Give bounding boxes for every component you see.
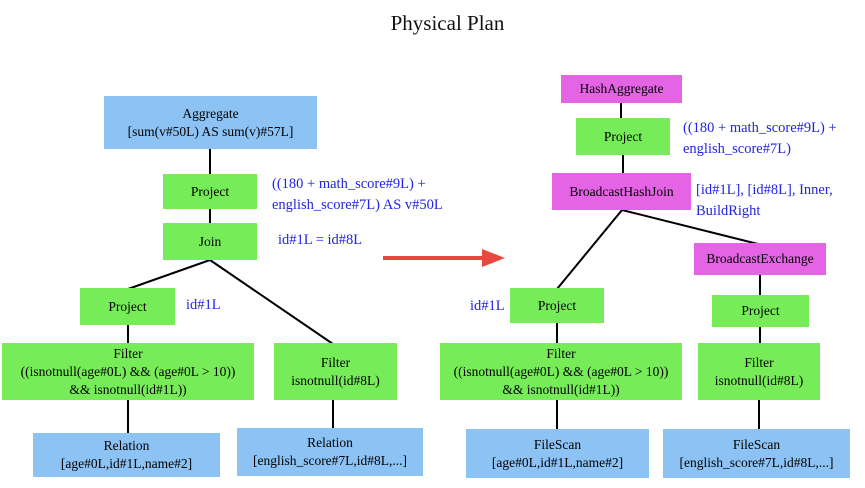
node-broadcast-hash-join: BroadcastHashJoin <box>552 173 691 210</box>
annotation-project-top-expr: ((180 + math_score#9L) + english_score#7… <box>683 120 837 157</box>
node-label: Filter <box>546 345 576 361</box>
node-label: Filter <box>113 345 143 361</box>
annotation-join-condition: id#1L = id#8L <box>278 232 363 248</box>
node-label: Filter <box>744 354 774 370</box>
node-detail: isnotnull(id#8L) <box>714 372 804 388</box>
node-project-left: Project <box>510 288 604 323</box>
right-tree-edges <box>556 103 761 430</box>
node-label: Relation <box>307 435 353 450</box>
node-label: Project <box>603 128 643 144</box>
node-label: Project <box>190 183 230 199</box>
node-filter-left: Filter ((isnotnull(age#0L) && (age#0L > … <box>2 343 254 400</box>
node-label: Project <box>108 298 147 314</box>
node-filescan-left: FileScan [age#0L,id#1L,name#2] <box>466 429 649 478</box>
node-project: Project <box>163 174 257 209</box>
node-label: Join <box>198 233 222 249</box>
node-filter-right: Filter isnotnull(id#8L) <box>274 343 397 400</box>
annotation-project-expr: ((180 + math_score#9L) + english_score#7… <box>272 176 443 213</box>
annotation-project-left-cols: id#1L <box>470 298 505 314</box>
node-label: Filter <box>320 354 351 370</box>
transform-arrow-icon <box>383 249 505 267</box>
page-title: Physical Plan <box>390 11 505 35</box>
node-broadcast-exchange: BroadcastExchange <box>694 243 826 275</box>
node-detail: [english_score#7L,id#8L,...] <box>679 454 834 470</box>
node-hash-aggregate: HashAggregate <box>561 75 682 103</box>
node-filter-left-physical: Filter ((isnotnull(age#0L) && (age#0L > … <box>440 343 682 400</box>
node-label: Relation <box>103 438 150 453</box>
node-project-top: Project <box>576 118 670 155</box>
node-detail: ((isnotnull(age#0L) && (age#0L > 10)) &&… <box>20 363 236 397</box>
node-detail: ((isnotnull(age#0L) && (age#0L > 10)) &&… <box>453 363 669 397</box>
node-label: BroadcastHashJoin <box>569 183 674 199</box>
node-label: FileScan <box>732 436 781 452</box>
node-detail: [english_score#7L,id#8L,...] <box>252 453 408 468</box>
node-join: Join <box>163 223 257 260</box>
node-label: Project <box>537 297 577 313</box>
node-label: Aggregate <box>182 105 239 121</box>
node-filter-right-physical: Filter isnotnull(id#8L) <box>698 343 820 400</box>
node-detail: isnotnull(id#8L) <box>291 372 380 388</box>
left-tree-edges <box>127 149 334 434</box>
node-aggregate: Aggregate [sum(v#50L) AS sum(v)#57L] <box>104 96 317 149</box>
node-relation-right: Relation [english_score#7L,id#8L,...] <box>237 428 423 476</box>
annotation-bhj-params: [id#1L], [id#8L], Inner, BuildRight <box>696 182 833 219</box>
node-filescan-right: FileScan [english_score#7L,id#8L,...] <box>663 429 850 478</box>
node-relation-left: Relation [age#0L,id#1L,name#2] <box>33 433 220 477</box>
node-project-right: Project <box>712 295 809 327</box>
annotation-project2-cols: id#1L <box>186 297 221 313</box>
node-label: Project <box>741 303 780 318</box>
node-label: HashAggregate <box>579 81 664 96</box>
node-project-2: Project <box>80 288 175 325</box>
node-detail: [sum(v#50L) AS sum(v)#57L] <box>127 123 294 139</box>
node-label: BroadcastExchange <box>706 251 814 266</box>
node-label: FileScan <box>533 436 582 452</box>
node-detail: [age#0L,id#1L,name#2] <box>60 456 193 471</box>
node-detail: [age#0L,id#1L,name#2] <box>491 454 624 470</box>
